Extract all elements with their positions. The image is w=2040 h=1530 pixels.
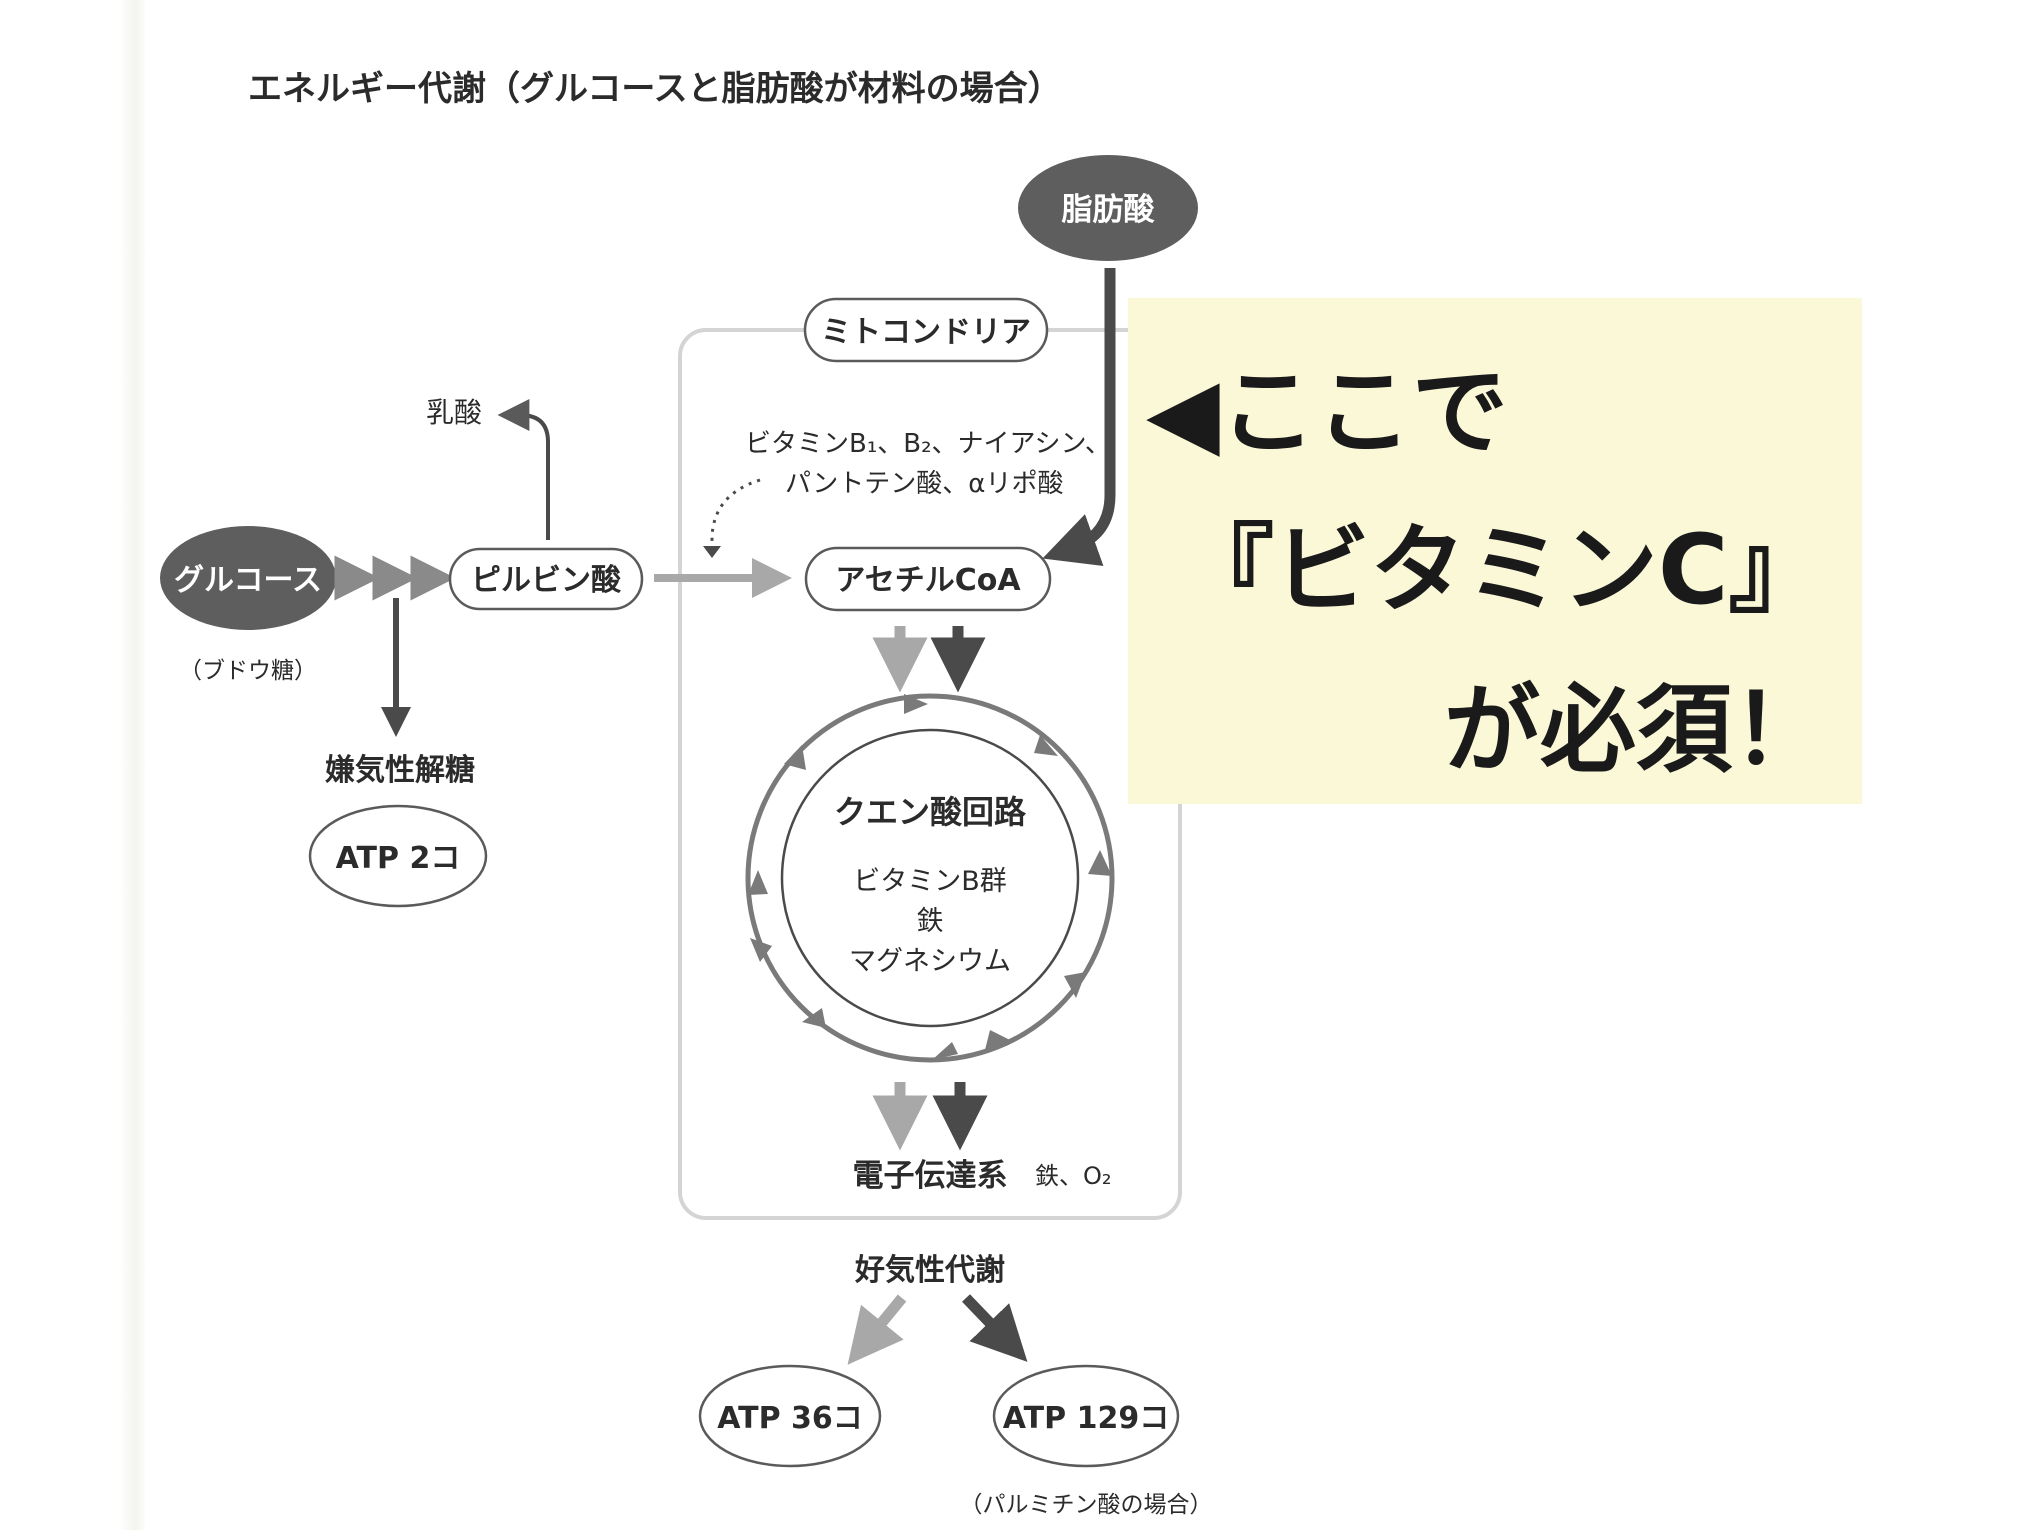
atp-129-label: ATP 129コ [1003,1401,1169,1436]
atp-129-note: （パルミチン酸の場合） [960,1492,1213,1518]
callout-line-3: が必須！ [1444,674,1828,786]
aerobic-arrow-left [847,1294,907,1365]
atp-36-label: ATP 36コ [717,1401,863,1436]
atp-2-node [308,804,488,908]
pyruvate-node [448,547,644,611]
fatty-acid-label: 脂肪酸 [1062,192,1156,228]
atp-2-label: ATP 2コ [336,841,461,876]
tca-ring-arrowheads [748,694,1112,1060]
tca-inner-circle [780,728,1080,1028]
etc-label: 電子伝達系 [853,1158,1008,1194]
lactate-arrow [497,399,550,540]
vitamins-line-2: パントテン酸、αリポ酸 [785,469,1063,499]
etc-note: 鉄、O₂ [1035,1162,1112,1190]
glucose-note: （ブドウ糖） [179,658,317,684]
acetyl-coa-node [804,546,1052,612]
pyruvate-label: ピルビン酸 [471,563,622,598]
tca-cofactor-1: ビタミンB群 [853,866,1007,897]
mitochondria-label: ミトコンドリア [821,315,1031,350]
aerobic-arrow-right [962,1294,1028,1362]
diagram-title: エネルギー代謝（グルコースと脂肪酸が材料の場合） [248,69,1062,109]
glucose-label: グルコース [174,563,322,598]
vitamins-dotted-arrow [710,478,761,548]
tca-cofactor-3: マグネシウム [849,946,1011,977]
acetyl-coa-label: アセチルCoA [835,563,1021,598]
tca-title: クエン酸回路 [834,793,1027,831]
lactate-label: 乳酸 [426,396,482,429]
vitamins-line-1: ビタミンB₁、B₂、ナイアシン、 [745,429,1111,459]
atp-36-node [698,1364,882,1468]
vitamin-c-callout: ◀ここで 『ビタミンC』 が必須！ [1128,298,1862,804]
anaerobic-label: 嫌気性解糖 [325,753,475,788]
tca-outer-ring [745,693,1115,1063]
glucose-node [160,526,336,630]
callout-line-2: 『ビタミンC』 [1178,514,1825,626]
vitamins-dotted-arrowhead [703,546,721,558]
atp-129-node [992,1364,1180,1468]
page-edge-shadow [0,0,145,1530]
mitochondria-label-pill [803,297,1049,363]
aerobic-label: 好気性代謝 [854,1253,1005,1288]
fatty-acid-arrow [1042,268,1116,566]
tca-cofactor-2: 鉄 [917,906,944,937]
fatty-acid-node [1018,155,1198,261]
callout-line-1: ◀ここで [1146,356,1508,468]
